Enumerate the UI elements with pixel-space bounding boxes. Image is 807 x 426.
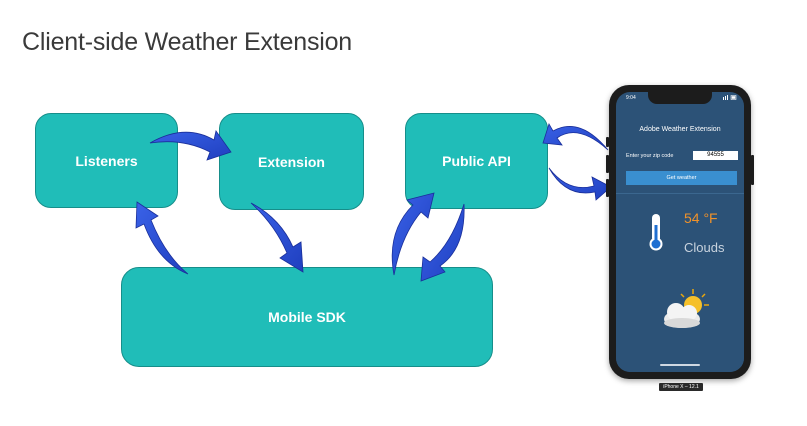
- app-title: Adobe Weather Extension: [639, 126, 721, 133]
- zip-label: Enter your zip code: [626, 153, 674, 159]
- divider: [616, 193, 744, 194]
- arrow-icon: [135, 201, 189, 275]
- home-indicator: [660, 364, 700, 366]
- status-time: 9:04: [626, 95, 636, 101]
- extension-box: Extension: [219, 113, 364, 210]
- thermometer-icon: [649, 214, 663, 251]
- weather-panel: [616, 194, 744, 372]
- get-weather-button[interactable]: Get weather: [626, 171, 737, 185]
- arrow-icon: [542, 123, 609, 151]
- zip-input[interactable]: 94555: [693, 151, 738, 160]
- public-api-label: Public API: [442, 153, 511, 169]
- phone-screen: 9:04 Adobe Weather Extension Enter your …: [616, 92, 744, 372]
- mobile-sdk-label: Mobile SDK: [268, 309, 346, 325]
- extension-label: Extension: [258, 153, 325, 170]
- phone-volume-down: [606, 179, 609, 197]
- temperature-value: 54 °F: [684, 210, 718, 226]
- weather-condition: Clouds: [684, 240, 725, 255]
- phone-mute-switch: [606, 137, 609, 147]
- arrow-icon: [250, 202, 304, 273]
- arrow-icon: [548, 167, 612, 201]
- device-label: iPhone X – 12.1: [659, 383, 703, 391]
- partly-cloudy-icon: [664, 289, 709, 328]
- status-icons: [723, 95, 737, 100]
- mobile-sdk-box: Mobile SDK: [121, 267, 493, 367]
- listeners-box: Listeners: [35, 113, 178, 208]
- page-title: Client-side Weather Extension: [22, 28, 353, 56]
- phone-notch: [648, 92, 712, 104]
- phone-power-button: [751, 155, 754, 185]
- phone-mockup: 9:04 Adobe Weather Extension Enter your …: [606, 85, 754, 379]
- listeners-label: Listeners: [75, 152, 138, 169]
- phone-volume-up: [606, 155, 609, 173]
- public-api-box: Public API: [405, 113, 548, 209]
